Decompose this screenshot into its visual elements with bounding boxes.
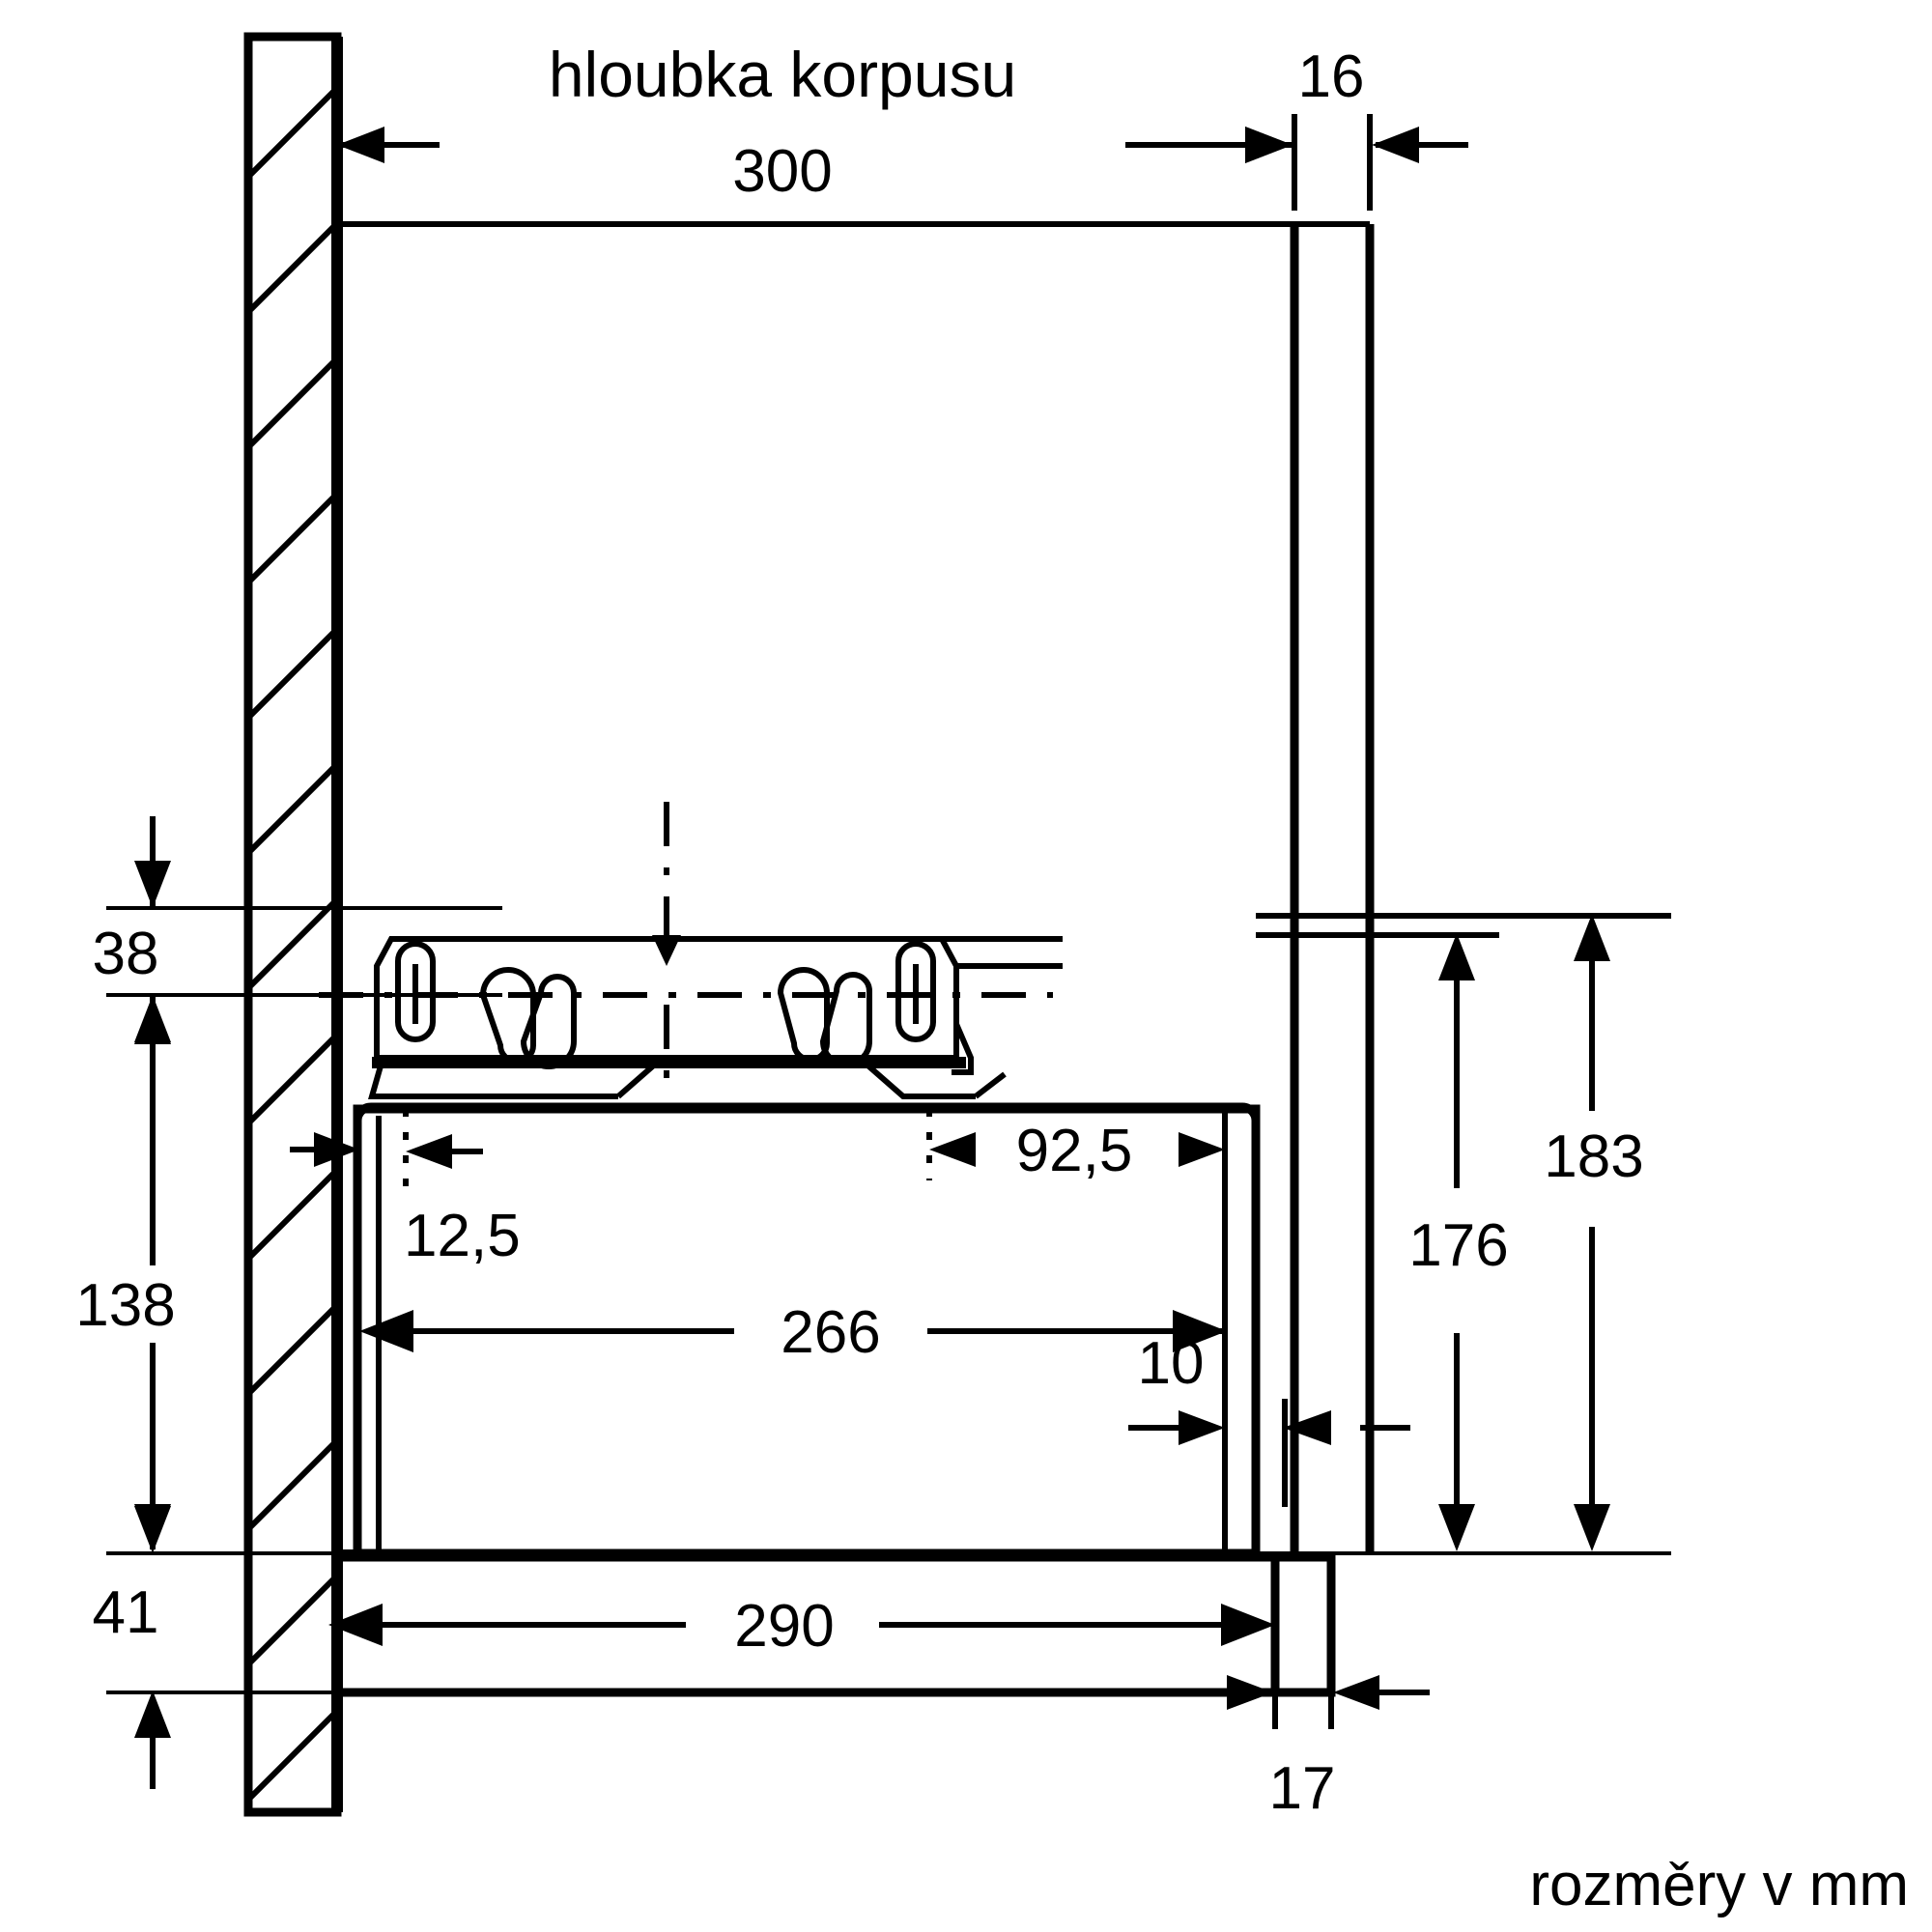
dim-10-arrow-right (1283, 1410, 1331, 1445)
dim-41: 41 (93, 1463, 367, 1789)
keyhole-slot-group-right (777, 941, 936, 1067)
dim-290-arrow-right (1221, 1604, 1275, 1646)
keyhole-slot-group-left (395, 941, 577, 1069)
dim-cabinet-depth: hloubka korpusu 300 (337, 29, 1293, 205)
dim-290-arrow-left (328, 1604, 383, 1646)
dim-266-arrow-right (1173, 1310, 1227, 1352)
keyhole-slot-6 (895, 941, 936, 1042)
dim-17-arrow-left (1227, 1675, 1273, 1710)
cabinet-depth-label: hloubka korpusu (549, 39, 1016, 110)
dim-17-value: 17 (1269, 1755, 1336, 1822)
keyhole-slot-4 (777, 967, 830, 1063)
dim-183-value: 183 (1544, 1123, 1643, 1190)
dim-138-value: 138 (75, 1272, 175, 1339)
dim-41-value: 41 (93, 1579, 159, 1646)
dim-266: 266 (359, 1299, 1227, 1366)
dim-925-arrow-left (929, 1132, 976, 1167)
dim-17: 17 (1179, 1660, 1430, 1822)
dim-290-value: 290 (734, 1593, 834, 1660)
dim-183: 183 (1256, 913, 1671, 1551)
keyhole-slot-3 (520, 974, 577, 1069)
wall-to-hood-pointer (290, 1132, 359, 1167)
dim-41-arrow-top (134, 1506, 171, 1553)
bracket-foot-right (863, 1060, 976, 1099)
dim-138-arrow-up (134, 997, 171, 1044)
dim-12-5: 12,5 (403, 1109, 521, 1269)
dim-16-arrow-right (1372, 127, 1419, 163)
pullout-panel (337, 1552, 1336, 1697)
cabinet-depth-value: 300 (732, 138, 832, 205)
keyhole-slot-5 (819, 972, 872, 1067)
dim-176-arrow-down (1438, 1504, 1475, 1551)
dim-300-text-bg (440, 29, 1125, 193)
bracket-foot-right-rise (974, 1071, 1007, 1099)
cabinet-outline (337, 221, 1375, 1553)
dim-925-value: 92,5 (1016, 1118, 1133, 1184)
bracket-right-tab (952, 1022, 974, 1075)
dim-138: 138 (75, 997, 367, 1555)
dim-176-arrow-up (1438, 933, 1475, 980)
dim-125-arrow (406, 1134, 452, 1169)
dim-290: 290 (328, 1593, 1275, 1660)
center-arrow-down (652, 935, 681, 966)
dim-16: 16 (1150, 43, 1468, 211)
dim-16-arrow-left (1245, 127, 1293, 163)
bracket-foot-left-rise (616, 1060, 659, 1099)
dim-300-arrow-left (337, 127, 384, 163)
dim-176-value: 176 (1408, 1212, 1508, 1279)
dim-10: 10 (1128, 1330, 1410, 1507)
wall-section (243, 32, 343, 1817)
dim-41-arrow-bottom (134, 1690, 171, 1738)
bracket-foot-left (368, 1062, 415, 1099)
dim-38-value: 38 (93, 921, 159, 987)
dim-10-value: 10 (1138, 1330, 1205, 1397)
dim-183-arrow-down (1574, 1504, 1610, 1551)
dim-38-arrow-top (134, 861, 171, 908)
dim-16-value: 16 (1298, 43, 1365, 110)
dim-266-arrow-left (359, 1310, 413, 1352)
front-panel-block (1270, 1552, 1336, 1697)
dim-266-value: 266 (781, 1299, 880, 1366)
bracket-centerline-vertical (652, 802, 681, 1092)
dim-92-5: 92,5 (926, 1109, 1225, 1184)
dim-925-arrow-right (1179, 1132, 1225, 1167)
wall-pointer-arrow (314, 1132, 359, 1167)
mounting-bracket (319, 802, 1063, 1099)
keyhole-slot-1 (395, 941, 436, 1042)
dim-183-arrow-up (1574, 914, 1610, 961)
dim-125-value: 12,5 (404, 1203, 521, 1269)
wall-hatching (248, 37, 337, 1804)
dim-17-arrow-right (1333, 1675, 1379, 1710)
dim-176: 176 (1256, 932, 1671, 1555)
units-note: rozměry v mm (1529, 1852, 1909, 1918)
hood-top-radius (353, 1102, 1261, 1122)
dim-10-arrow-left (1179, 1410, 1225, 1445)
